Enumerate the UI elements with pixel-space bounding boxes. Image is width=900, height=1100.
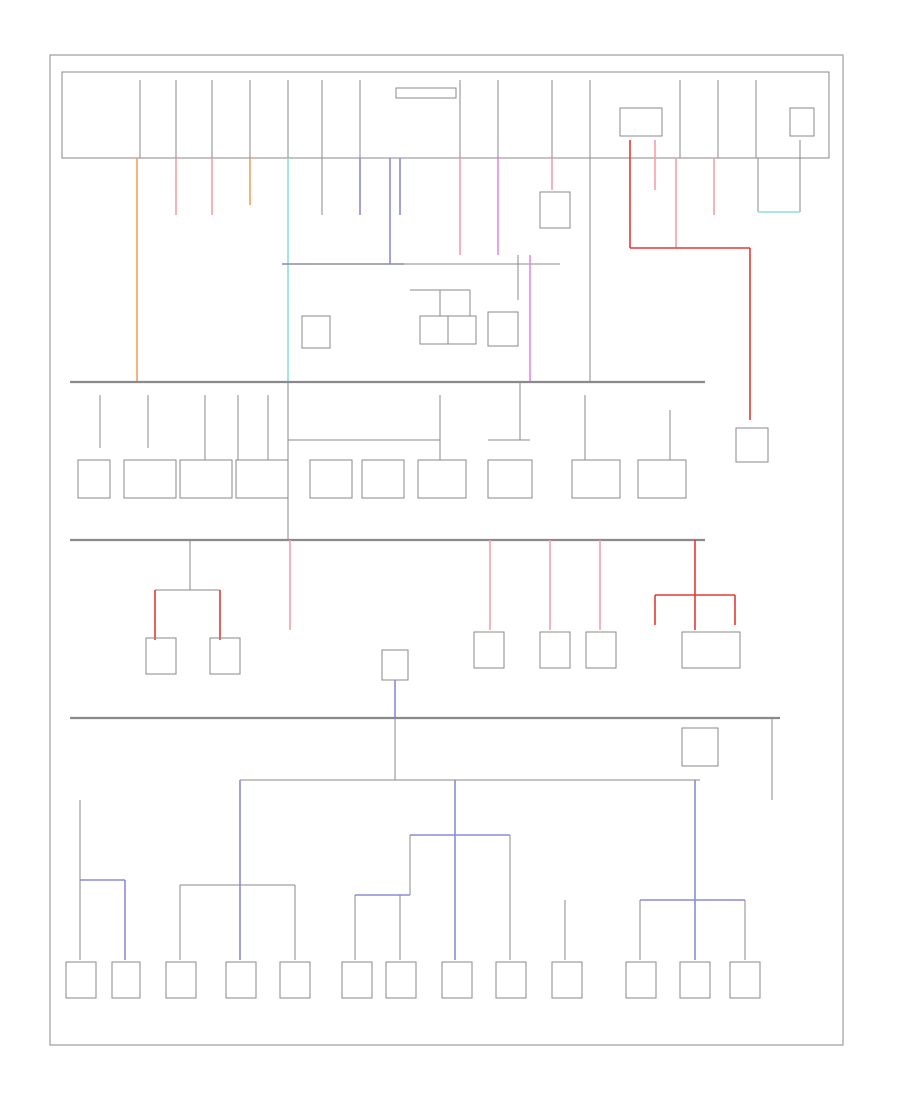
top-drops [136, 140, 801, 420]
row-3-components [145, 540, 741, 718]
top-fuse-block [61, 71, 830, 159]
row-4-components [65, 718, 773, 999]
diagram-frame [49, 54, 844, 1046]
row-2-components [77, 382, 769, 540]
